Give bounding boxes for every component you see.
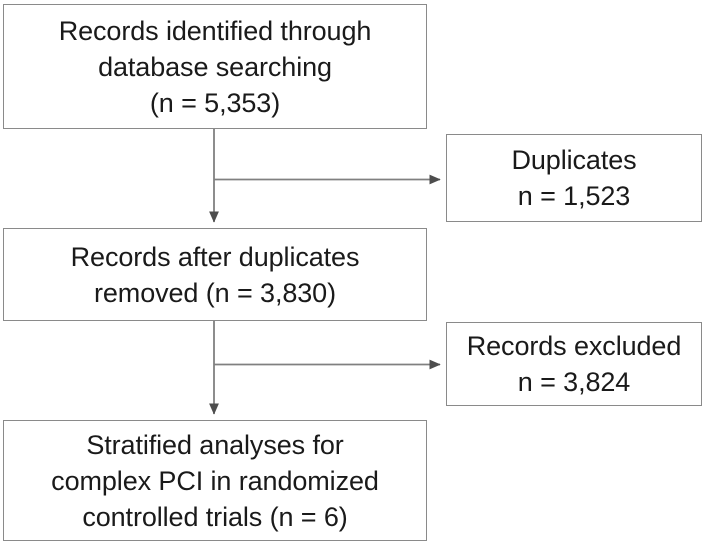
box-records-identified-line1: Records identified through — [58, 15, 372, 46]
box-duplicates: Duplicates n = 1,523 — [446, 134, 702, 222]
box-stratified-analyses-included: Stratified analyses for complex PCI in r… — [3, 420, 427, 541]
box-records-excluded: Records excluded n = 3,824 — [446, 322, 702, 406]
box-records-after-duplicates-removed-line2: removed (n = 3,830) — [94, 277, 336, 308]
box-records-excluded-line1: Records excluded — [466, 331, 682, 361]
box-records-identified-line3: (n = 5,353) — [149, 87, 281, 118]
box-duplicates-line2: n = 1,523 — [517, 181, 631, 211]
box-stratified-analyses-included-line2: complex PCI in randomized — [51, 465, 379, 496]
box-records-excluded-line2: n = 3,824 — [517, 367, 631, 397]
box-duplicates-line1: Duplicates — [511, 145, 637, 175]
box-records-identified-line2: database searching — [98, 51, 332, 82]
box-records-after-duplicates-removed: Records after duplicates removed (n = 3,… — [3, 228, 427, 321]
box-stratified-analyses-included-line3: controlled trials (n = 6) — [82, 501, 348, 532]
box-records-identified: Records identified through database sear… — [3, 4, 427, 129]
box-stratified-analyses-included-line1: Stratified analyses for — [86, 429, 344, 460]
box-records-after-duplicates-removed-line1: Records after duplicates — [70, 241, 360, 272]
